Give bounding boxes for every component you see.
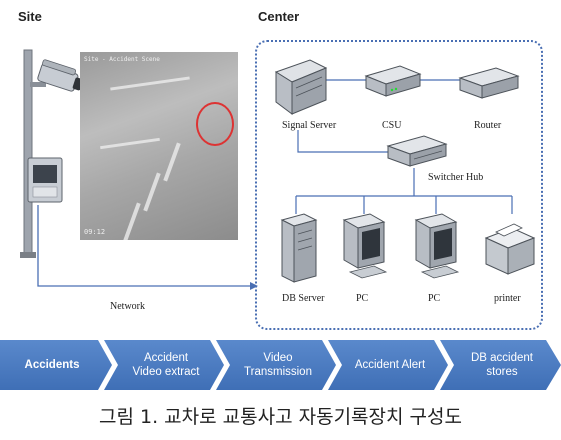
db-server-label: DB Server	[282, 293, 325, 304]
pc-icon	[340, 212, 390, 286]
network-label: Network	[110, 301, 145, 312]
network-line	[38, 205, 250, 286]
pc-label-2: PC	[428, 293, 440, 304]
flow-step-db-stores: DB accident stores	[450, 340, 554, 390]
db-server-icon	[276, 212, 320, 286]
process-flow: Accidents Accident Video extract Video T…	[0, 340, 561, 390]
router-icon	[456, 64, 522, 102]
flow-step-accident-alert: Accident Alert	[338, 340, 442, 390]
figure-caption: 그림 1. 교차로 교통사고 자동기록장치 구성도	[0, 402, 561, 429]
flow-step-accidents: Accidents	[0, 340, 104, 390]
switcher-hub-icon	[384, 132, 450, 170]
signal-server-label: Signal Server	[282, 120, 336, 131]
switcher-hub-label: Switcher Hub	[428, 172, 483, 183]
signal-server-icon	[270, 52, 330, 122]
printer-icon	[482, 218, 538, 282]
printer-label: printer	[494, 293, 521, 304]
flow-step-video-transmission: Video Transmission	[226, 340, 330, 390]
flow-step-video-extract: Accident Video extract	[114, 340, 218, 390]
pc-label-1: PC	[356, 293, 368, 304]
pc-icon	[412, 212, 462, 286]
router-label: Router	[474, 120, 501, 131]
csu-icon	[362, 62, 424, 102]
csu-label: CSU	[382, 120, 401, 131]
